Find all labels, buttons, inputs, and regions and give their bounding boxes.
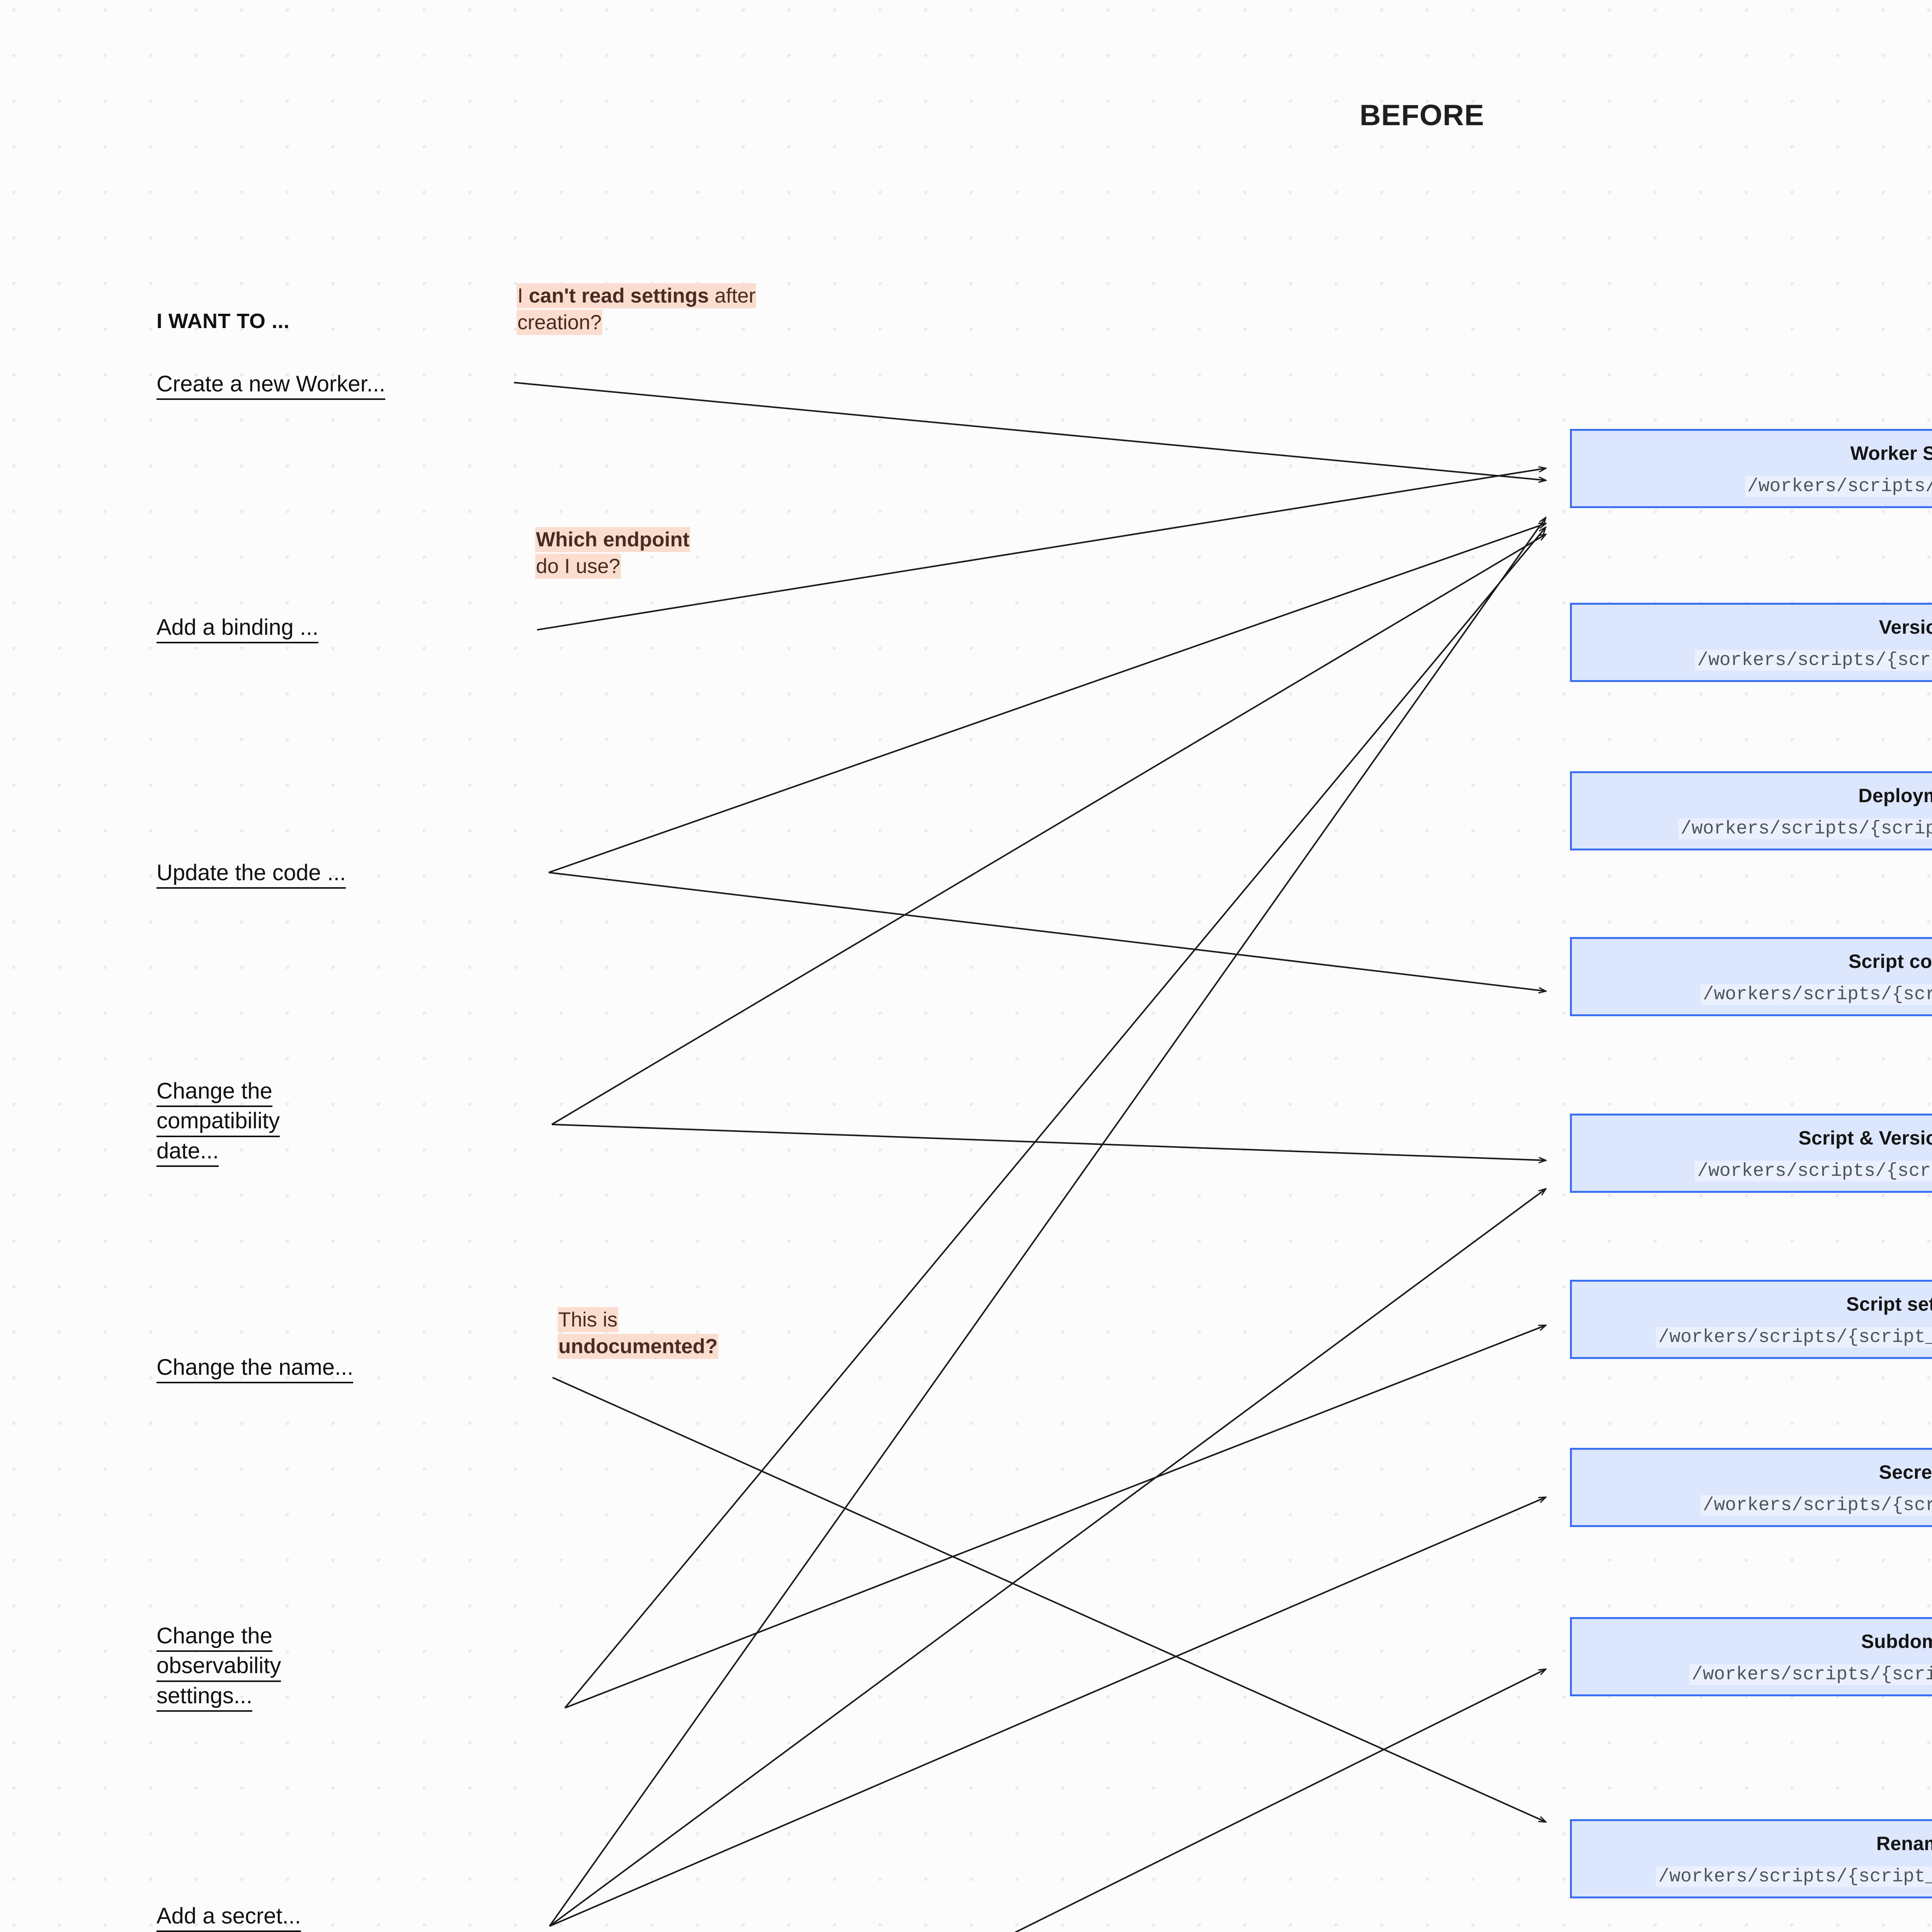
task-label-line: Add a secret... bbox=[156, 1903, 301, 1932]
task-add-secret[interactable]: Add a secret... bbox=[156, 1903, 301, 1932]
annotation-line: creation? bbox=[517, 310, 603, 336]
endpoint-title: Secrets bbox=[1879, 1461, 1932, 1483]
arrow-compat-date-to-settings bbox=[551, 1124, 1546, 1160]
task-create-worker[interactable]: Create a new Worker... bbox=[156, 371, 386, 401]
task-label-line: Change the bbox=[156, 1623, 272, 1652]
arrow-observability-to-worker-script bbox=[564, 527, 1546, 1709]
annotation-line: Which endpoint bbox=[535, 527, 690, 553]
task-label-line: Create a new Worker... bbox=[156, 371, 386, 400]
endpoint-path: /workers/scripts/{script_name}/secrets bbox=[1700, 1495, 1932, 1516]
endpoint-path: /workers/scripts/{script_name}/settings bbox=[1695, 1160, 1932, 1182]
endpoint-path: /workers/scripts/{script_name} bbox=[1745, 476, 1932, 497]
annotation-emphasis: undocumented? bbox=[558, 1335, 718, 1358]
annotation-text: This is bbox=[558, 1308, 618, 1331]
page-title: BEFORE bbox=[1359, 99, 1485, 132]
endpoint-path: /workers/scripts/{script_name}/versions bbox=[1695, 650, 1932, 671]
arrow-add-secret-to-secrets bbox=[549, 1497, 1546, 1927]
arrow-add-secret-to-settings bbox=[549, 1189, 1546, 1927]
endpoint-box-script-settings[interactable]: Script settings/workers/scripts/{script_… bbox=[1570, 1280, 1932, 1359]
endpoint-path: /workers/scripts/{script_name}/deploymen… bbox=[1678, 818, 1932, 839]
endpoint-box-script-version-settings[interactable]: Script & Version settings/workers/script… bbox=[1570, 1114, 1932, 1193]
endpoint-box-worker-script[interactable]: Worker Script/workers/scripts/{script_na… bbox=[1570, 429, 1932, 508]
arrow-observability-to-script-settings bbox=[565, 1325, 1546, 1709]
task-label-line: observability bbox=[156, 1653, 281, 1682]
annotation-emphasis: Which endpoint bbox=[536, 528, 690, 551]
arrow-change-name-to-rename bbox=[552, 1377, 1546, 1822]
annotation-text: I bbox=[517, 284, 529, 307]
annotation-undocumented: This is undocumented? bbox=[558, 1307, 719, 1360]
endpoint-path: /workers/scripts/{script_name}/subdomain bbox=[1689, 1664, 1932, 1685]
endpoint-box-rename[interactable]: Rename/workers/scripts/{script_name}/ren… bbox=[1570, 1819, 1932, 1898]
annotation-text: creation? bbox=[517, 311, 602, 334]
arrow-workers-dev-to-subdomain bbox=[1014, 1669, 1546, 1932]
annotation-emphasis: can't read settings bbox=[529, 284, 709, 307]
endpoint-title: Script settings bbox=[1846, 1293, 1932, 1315]
annotation-text: do I use? bbox=[536, 554, 621, 578]
endpoint-title: Deployment bbox=[1858, 784, 1932, 806]
task-update-code[interactable]: Update the code ... bbox=[156, 860, 346, 889]
endpoint-path: /workers/scripts/{script_name}/content bbox=[1700, 984, 1932, 1005]
annotation-line: This is bbox=[558, 1307, 619, 1333]
endpoint-box-deployment[interactable]: Deployment/workers/scripts/{script_name}… bbox=[1570, 771, 1932, 850]
endpoint-title: Script & Version settings bbox=[1798, 1127, 1932, 1149]
task-label-line: Update the code ... bbox=[156, 860, 346, 889]
task-label-line: Change the name... bbox=[156, 1354, 354, 1384]
task-label-line: date... bbox=[156, 1138, 219, 1167]
endpoint-title: Subdomain bbox=[1861, 1630, 1932, 1652]
arrow-add-secret-to-worker-script bbox=[549, 518, 1546, 1927]
endpoint-path: /workers/scripts/{script_name}/rename/{r… bbox=[1656, 1866, 1932, 1887]
annotation-line: do I use? bbox=[535, 553, 621, 580]
endpoint-box-script-content[interactable]: Script content/workers/scripts/{script_n… bbox=[1570, 937, 1932, 1016]
endpoint-box-version[interactable]: Version/workers/scripts/{script_name}/ve… bbox=[1570, 603, 1932, 682]
task-list-heading: I WANT TO ... bbox=[156, 310, 290, 333]
task-to-endpoint-arrows bbox=[514, 382, 1546, 1932]
annotation-line: undocumented? bbox=[558, 1333, 719, 1360]
arrow-compat-date-to-worker-script bbox=[551, 534, 1546, 1125]
arrow-update-code-to-script-content bbox=[548, 872, 1546, 991]
endpoint-title: Script content bbox=[1848, 950, 1932, 972]
endpoint-box-subdomain[interactable]: Subdomain/workers/scripts/{script_name}/… bbox=[1570, 1617, 1932, 1696]
task-add-binding[interactable]: Add a binding ... bbox=[156, 614, 319, 644]
endpoint-title: Version bbox=[1879, 616, 1932, 638]
task-change-name[interactable]: Change the name... bbox=[156, 1354, 354, 1384]
task-label-line: Add a binding ... bbox=[156, 614, 319, 644]
task-label-line: compatibility bbox=[156, 1108, 280, 1137]
task-label-line: Change the bbox=[156, 1078, 272, 1107]
arrow-create-worker-to-worker-script bbox=[514, 382, 1546, 480]
endpoint-title: Rename bbox=[1876, 1832, 1932, 1854]
annotation-line: I can't read settings after bbox=[517, 283, 757, 310]
endpoint-path: /workers/scripts/{script_name}/script-se… bbox=[1656, 1327, 1932, 1348]
annotation-which-endpoint: Which endpoint do I use? bbox=[535, 527, 690, 580]
endpoint-title: Worker Script bbox=[1850, 442, 1932, 464]
endpoint-box-secrets[interactable]: Secrets/workers/scripts/{script_name}/se… bbox=[1570, 1448, 1932, 1527]
annotation-text: after bbox=[709, 284, 756, 307]
task-label-line: settings... bbox=[156, 1683, 253, 1712]
arrow-update-code-to-worker-script bbox=[548, 524, 1546, 873]
